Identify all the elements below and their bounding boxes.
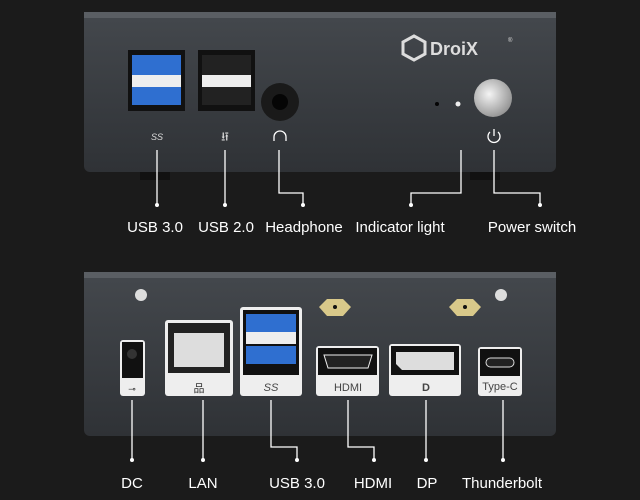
droix-logo: DroiX ®: [401, 34, 513, 62]
back-panel: ⊸ 品 SS HDMI D: [84, 272, 556, 492]
label-usb2: USB 2.0: [198, 219, 254, 236]
label-indicator-light: Indicator light: [355, 219, 445, 236]
label-lan: LAN: [188, 475, 217, 492]
label-headphone: Headphone: [265, 219, 343, 236]
indicator-light: [455, 101, 461, 107]
typec-tag: Type-C: [482, 381, 518, 393]
antenna-connector: [319, 299, 351, 316]
power-button[interactable]: [474, 79, 512, 117]
label-hdmi: HDMI: [354, 475, 392, 492]
registered-mark: ®: [508, 37, 513, 44]
lan-port: 品: [165, 320, 233, 396]
dc-port: ⊸: [120, 340, 145, 396]
headphone-icon: [273, 130, 287, 141]
dc-icon: ⊸: [128, 384, 136, 394]
label-usb3-front: USB 3.0: [127, 219, 183, 236]
typec-port: Type-C: [478, 347, 522, 396]
dp-icon: D: [422, 382, 430, 394]
brand-name: DroiX: [430, 39, 478, 59]
indicator-hole: [435, 102, 439, 106]
label-dp: DP: [417, 475, 438, 492]
antenna-connector: [449, 299, 481, 316]
screw-icon: [135, 289, 147, 301]
usb3-ports-front: [128, 50, 185, 111]
usb3-ports-back: SS: [240, 307, 302, 396]
screw-icon: [495, 289, 507, 301]
usb2-ports-front: [198, 50, 255, 111]
front-panel: DroiX ® SS ⭿ USB 3.0 USB 2.0 Headphone I…: [84, 12, 576, 236]
label-thunderbolt: Thunderbolt: [462, 475, 543, 492]
ss-usb-icon: SS: [264, 382, 279, 394]
ss-usb-icon: SS: [151, 132, 163, 142]
label-usb3-back: USB 3.0: [269, 475, 325, 492]
back-leader-lines: [130, 400, 505, 462]
network-icon: 品: [194, 382, 205, 395]
hdmi-port: HDMI: [316, 346, 379, 396]
headphone-jack: [261, 83, 299, 121]
dp-port: D: [389, 344, 461, 396]
front-leader-lines: [155, 150, 542, 207]
power-icon: [487, 129, 501, 144]
usb-icon: ⭿: [221, 130, 229, 144]
label-power-switch: Power switch: [488, 219, 576, 236]
label-dc: DC: [121, 475, 143, 492]
hdmi-tag: HDMI: [334, 382, 362, 394]
